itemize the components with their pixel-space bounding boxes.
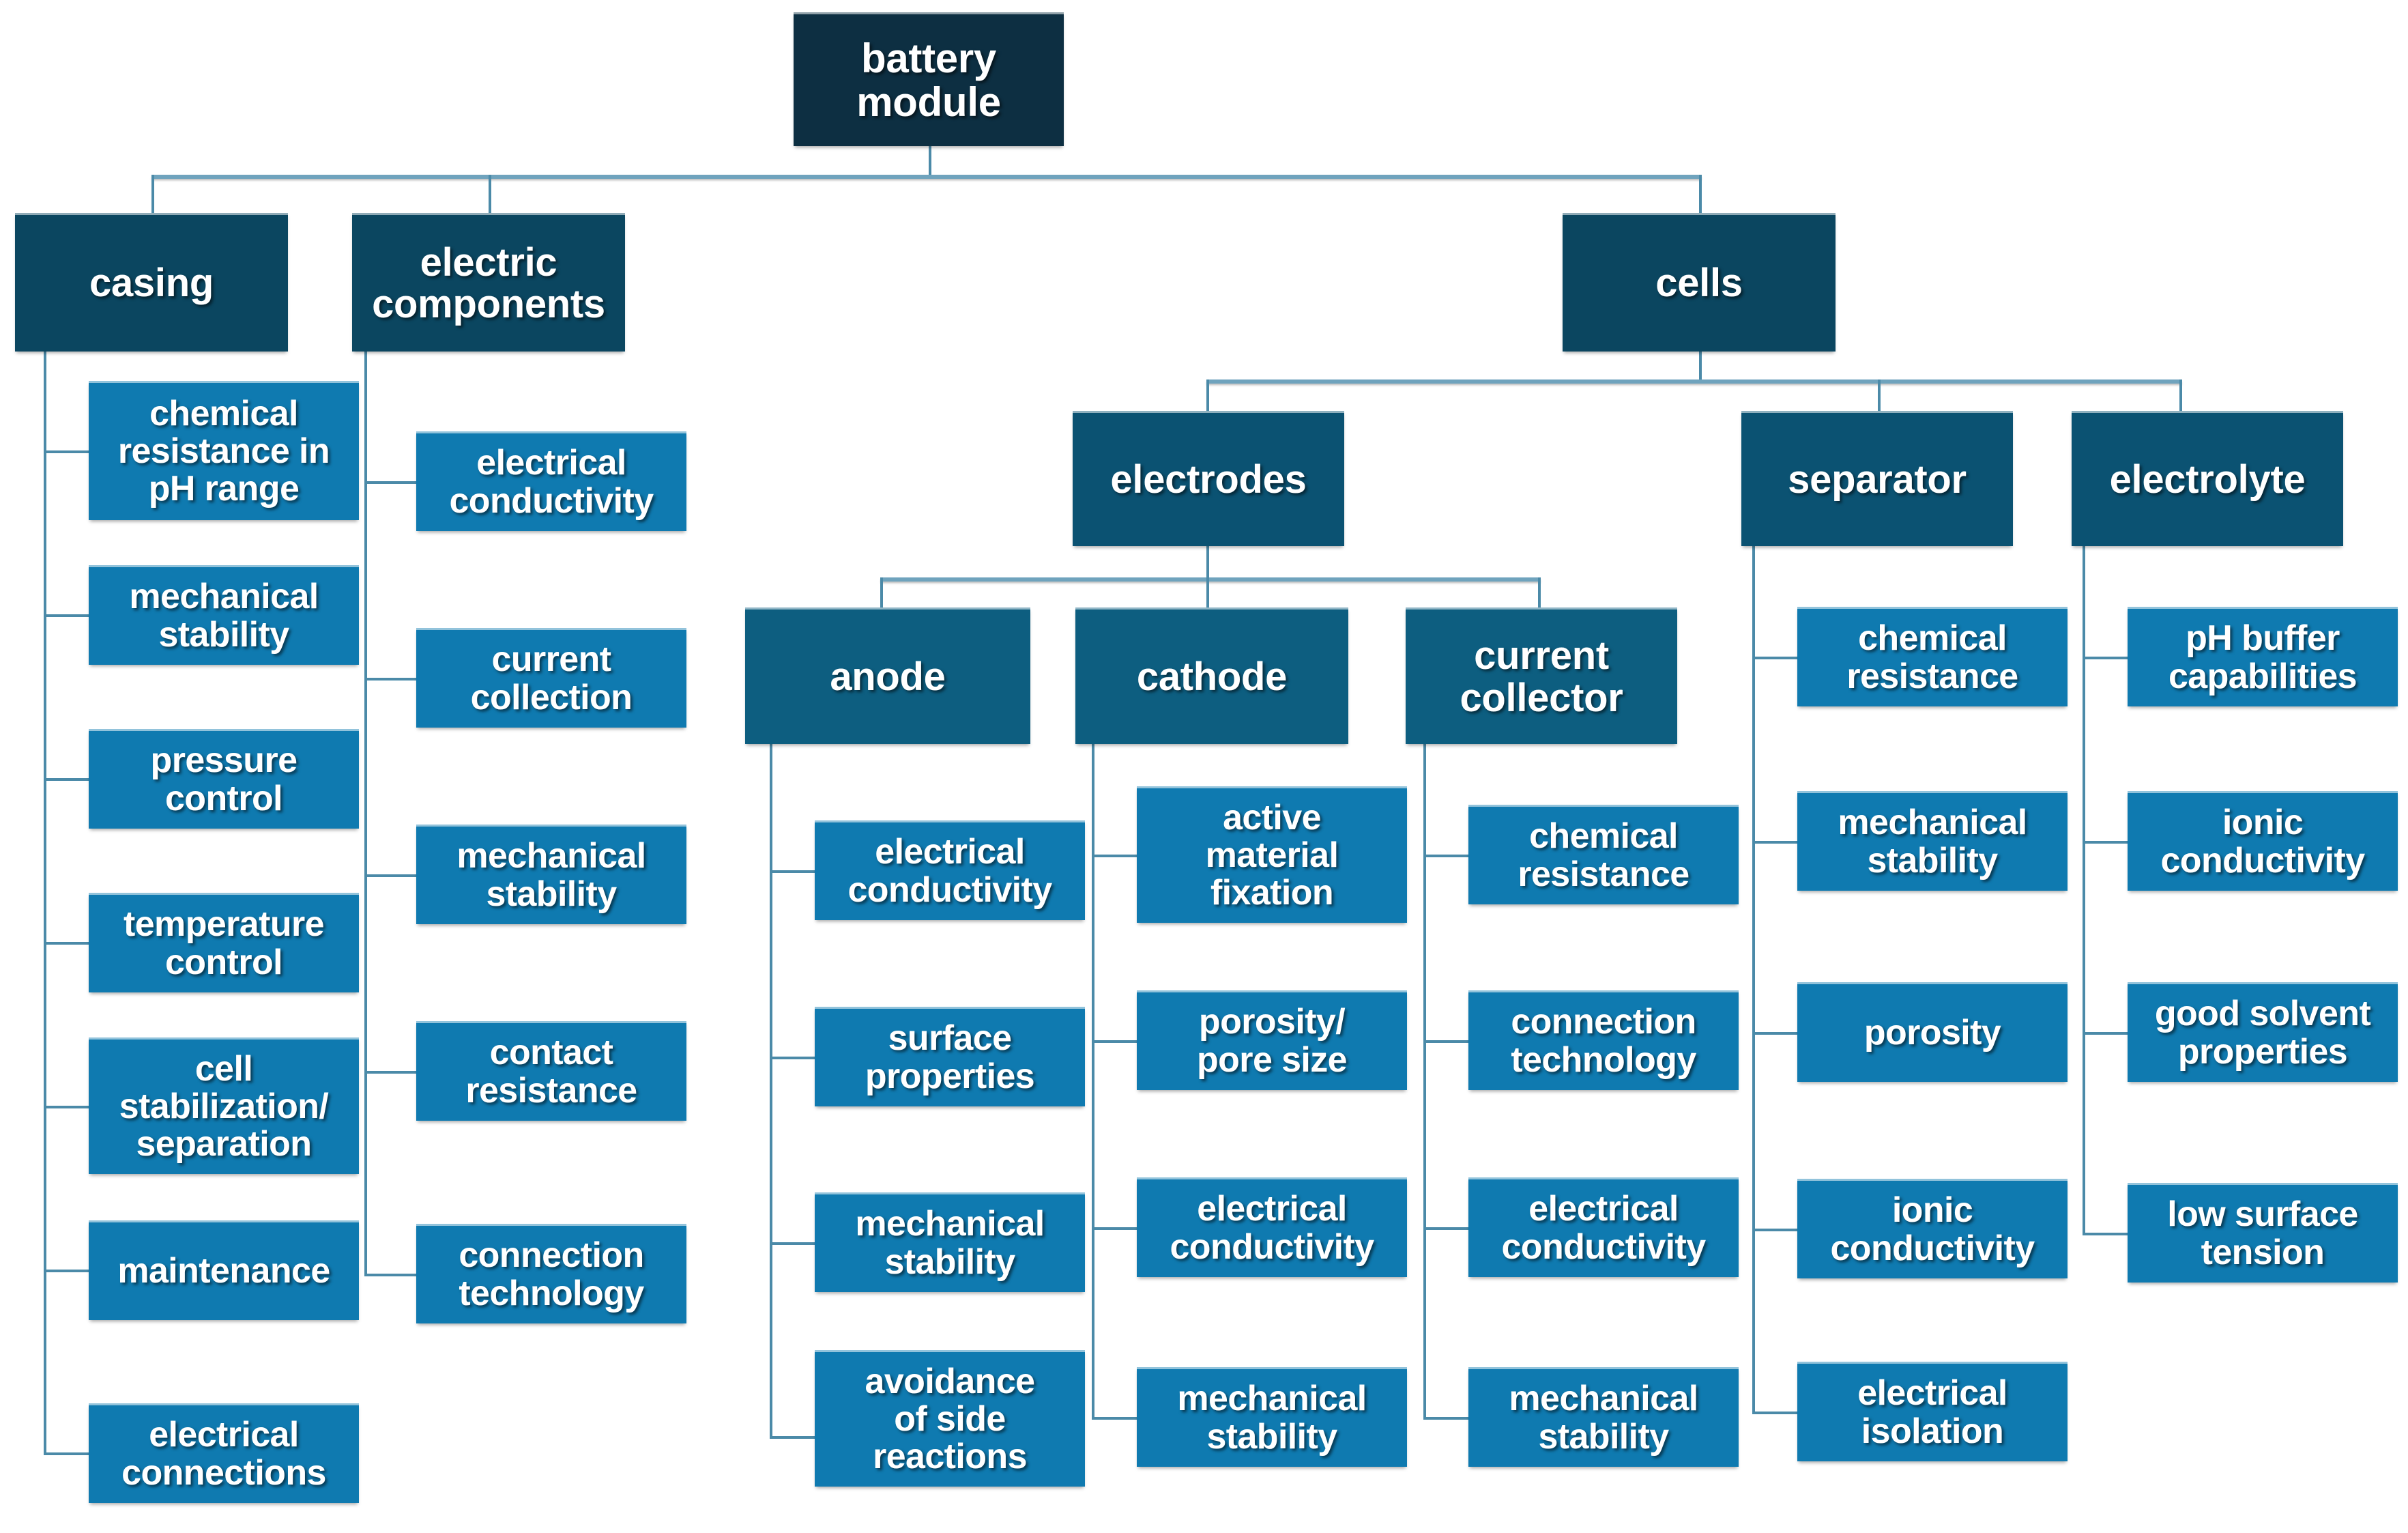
node-electrolyte[interactable]: electrolyte (2072, 411, 2343, 546)
connector-cathode-trunk (1092, 744, 1094, 1420)
connector-electrodes-to-current-collector (1538, 577, 1541, 607)
connector-casing-stub-5 (44, 1106, 89, 1108)
connector-separator-stub-2 (1752, 841, 1797, 844)
connector-separator-stub-1 (1752, 657, 1797, 659)
node-cells[interactable]: cells (1563, 213, 1836, 352)
connector-electrodes-to-cathode (1206, 577, 1209, 607)
connector-cells-stem (1699, 350, 1702, 382)
leaf-separator-3[interactable]: porosity (1797, 982, 2068, 1082)
leaf-electrolyte-4[interactable]: low surface tension (2128, 1183, 2398, 1283)
leaf-ec-5[interactable]: connection technology (416, 1224, 686, 1323)
leaf-casing-2[interactable]: mechanical stability (89, 565, 359, 665)
leaf-electrolyte-2[interactable]: ionic conductivity (2128, 791, 2398, 891)
connector-casing-stub-4 (44, 942, 89, 945)
leaf-casing-1[interactable]: chemical resistance in pH range (89, 381, 359, 520)
leaf-electrolyte-3[interactable]: good solvent properties (2128, 982, 2398, 1082)
leaf-ec-3[interactable]: mechanical stability (416, 825, 686, 924)
node-current-collector[interactable]: current collector (1406, 607, 1677, 744)
leaf-ec-2[interactable]: current collection (416, 628, 686, 728)
leaf-separator-5[interactable]: electrical isolation (1797, 1362, 2068, 1461)
node-electrodes[interactable]: electrodes (1073, 411, 1344, 546)
connector-root-to-casing (151, 175, 154, 213)
leaf-electrolyte-1[interactable]: pH buffer capabilities (2128, 607, 2398, 706)
leaf-anode-3[interactable]: mechanical stability (815, 1192, 1085, 1292)
connector-root-bus (151, 175, 1702, 179)
connector-separator-stub-3 (1752, 1032, 1797, 1035)
connector-cc-stub-4 (1423, 1417, 1468, 1420)
connector-separator-trunk (1752, 546, 1755, 1414)
connector-casing-stub-1 (44, 450, 89, 453)
connector-cathode-stub-4 (1092, 1417, 1137, 1420)
connector-cells-to-separator (1878, 379, 1881, 412)
leaf-casing-3[interactable]: pressure control (89, 729, 359, 829)
leaf-cc-3[interactable]: electrical conductivity (1468, 1177, 1739, 1277)
connector-anode-stub-4 (770, 1436, 815, 1439)
leaf-casing-5[interactable]: cell stabilization/ separation (89, 1037, 359, 1174)
connector-ec-stub-3 (364, 874, 416, 877)
connector-cells-to-electrolyte (2179, 379, 2182, 412)
connector-cc-stub-2 (1423, 1040, 1468, 1043)
leaf-cc-4[interactable]: mechanical stability (1468, 1367, 1739, 1467)
connector-ec-stub-4 (364, 1071, 416, 1074)
connector-root-to-electric-components (489, 175, 491, 213)
leaf-cc-2[interactable]: connection technology (1468, 990, 1739, 1090)
connector-ec-trunk (364, 352, 367, 1276)
leaf-anode-4[interactable]: avoidance of side reactions (815, 1350, 1085, 1487)
leaf-cathode-3[interactable]: electrical conductivity (1137, 1177, 1407, 1277)
leaf-casing-4[interactable]: temperature control (89, 893, 359, 992)
leaf-cc-1[interactable]: chemical resistance (1468, 805, 1739, 904)
leaf-separator-4[interactable]: ionic conductivity (1797, 1179, 2068, 1278)
leaf-anode-1[interactable]: electrical conductivity (815, 820, 1085, 920)
connector-electrodes-to-anode (880, 577, 883, 607)
connector-electrolyte-stub-4 (2083, 1233, 2128, 1235)
connector-anode-stub-3 (770, 1242, 815, 1245)
connector-casing-stub-3 (44, 778, 89, 781)
connector-anode-stub-1 (770, 870, 815, 873)
node-electric-components[interactable]: electric components (352, 213, 625, 352)
connector-cc-stub-3 (1423, 1227, 1468, 1230)
leaf-casing-7[interactable]: electrical connections (89, 1403, 359, 1503)
connector-anode-trunk (770, 744, 772, 1439)
leaf-ec-1[interactable]: electrical conductivity (416, 431, 686, 531)
connector-casing-stub-7 (44, 1452, 89, 1455)
connector-ec-stub-2 (364, 678, 416, 680)
connector-electrodes-bus (880, 577, 1541, 582)
node-casing[interactable]: casing (15, 213, 288, 352)
leaf-cathode-1[interactable]: active material fixation (1137, 786, 1407, 923)
leaf-cathode-4[interactable]: mechanical stability (1137, 1367, 1407, 1467)
connector-electrodes-stem (1206, 546, 1209, 579)
connector-anode-stub-2 (770, 1057, 815, 1059)
connector-casing-stub-6 (44, 1270, 89, 1272)
node-cathode[interactable]: cathode (1075, 607, 1348, 744)
connector-ec-stub-1 (364, 481, 416, 484)
node-separator[interactable]: separator (1741, 411, 2013, 546)
connector-cells-bus (1206, 379, 2182, 384)
connector-electrolyte-stub-2 (2083, 841, 2128, 844)
leaf-separator-2[interactable]: mechanical stability (1797, 791, 2068, 891)
connector-electrolyte-trunk (2083, 546, 2085, 1235)
connector-separator-stub-4 (1752, 1229, 1797, 1231)
connector-cathode-stub-2 (1092, 1040, 1137, 1043)
node-anode[interactable]: anode (745, 607, 1030, 744)
connector-root-to-cells (1699, 175, 1702, 213)
connector-cc-trunk (1423, 744, 1426, 1420)
connector-root-stem (929, 146, 931, 176)
leaf-separator-1[interactable]: chemical resistance (1797, 607, 2068, 706)
leaf-anode-2[interactable]: surface properties (815, 1007, 1085, 1106)
leaf-casing-6[interactable]: maintenance (89, 1220, 359, 1320)
connector-electrolyte-stub-3 (2083, 1032, 2128, 1035)
connector-electrolyte-stub-1 (2083, 657, 2128, 659)
connector-ec-stub-5 (364, 1274, 416, 1276)
connector-casing-trunk (44, 352, 46, 1455)
connector-cathode-stub-3 (1092, 1227, 1137, 1230)
connector-cc-stub-1 (1423, 855, 1468, 857)
leaf-cathode-2[interactable]: porosity/ pore size (1137, 990, 1407, 1090)
connector-cells-to-electrodes (1206, 379, 1209, 412)
connector-cathode-stub-1 (1092, 855, 1137, 857)
leaf-ec-4[interactable]: contact resistance (416, 1021, 686, 1121)
connector-casing-stub-2 (44, 614, 89, 617)
connector-separator-stub-5 (1752, 1412, 1797, 1414)
node-battery-module[interactable]: battery module (794, 12, 1064, 146)
